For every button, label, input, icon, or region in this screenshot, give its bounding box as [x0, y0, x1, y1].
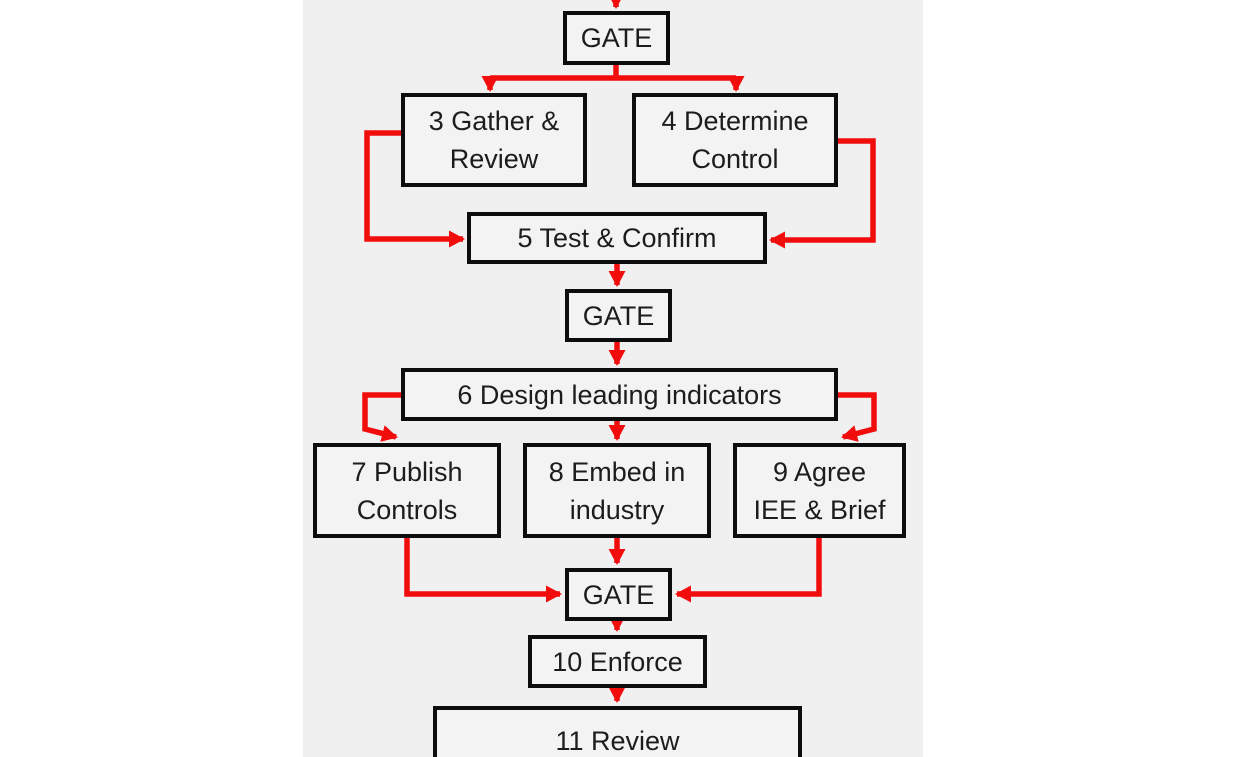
node-step-5-test-confirm: 5 Test & Confirm — [467, 212, 767, 264]
node-step-11-review: 11 Review — [433, 706, 802, 757]
node-step-4-determine-control: 4 Determine Control — [632, 93, 838, 187]
node-gate-2: GATE — [565, 289, 672, 342]
node-step-3-gather-review: 3 Gather & Review — [401, 93, 587, 187]
node-step-8-embed-in-industry: 8 Embed in industry — [523, 443, 711, 538]
node-step-10-enforce: 10 Enforce — [528, 635, 707, 688]
node-step-7-publish-controls: 7 Publish Controls — [313, 443, 501, 538]
node-step-6-design-leading-indicators: 6 Design leading indicators — [401, 368, 838, 421]
node-step-9-agree-iee-brief: 9 Agree IEE & Brief — [733, 443, 906, 538]
node-gate-1: GATE — [563, 11, 670, 65]
node-gate-3: GATE — [565, 568, 672, 621]
